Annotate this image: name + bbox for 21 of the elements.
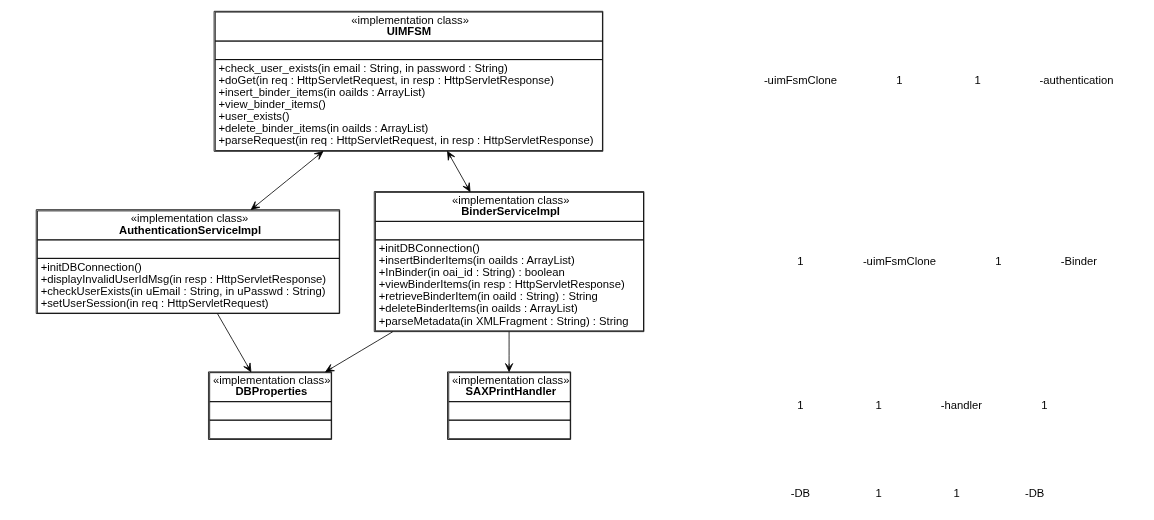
label: 1 bbox=[1040, 398, 1047, 411]
label: 1 bbox=[796, 398, 804, 411]
arrow bbox=[504, 331, 513, 372]
label: -uimFsmClone bbox=[862, 254, 936, 267]
label: 1 bbox=[874, 398, 882, 411]
arrow bbox=[324, 331, 393, 373]
arrow bbox=[446, 151, 470, 192]
label: -authentication bbox=[1039, 74, 1113, 87]
label: 1 bbox=[952, 487, 960, 500]
label: 1 bbox=[994, 254, 1002, 267]
arrow bbox=[216, 313, 251, 373]
label: -DB bbox=[1024, 487, 1044, 500]
label: 1 bbox=[895, 74, 903, 87]
label: 1 bbox=[874, 487, 882, 500]
label: -Binder bbox=[1060, 254, 1097, 267]
arrow bbox=[250, 151, 323, 210]
label: 1 bbox=[796, 254, 804, 267]
label: 1 bbox=[973, 74, 981, 87]
label: -DB bbox=[790, 487, 810, 500]
label: -uimFsmClone bbox=[763, 74, 837, 87]
label: -handler bbox=[940, 398, 982, 411]
